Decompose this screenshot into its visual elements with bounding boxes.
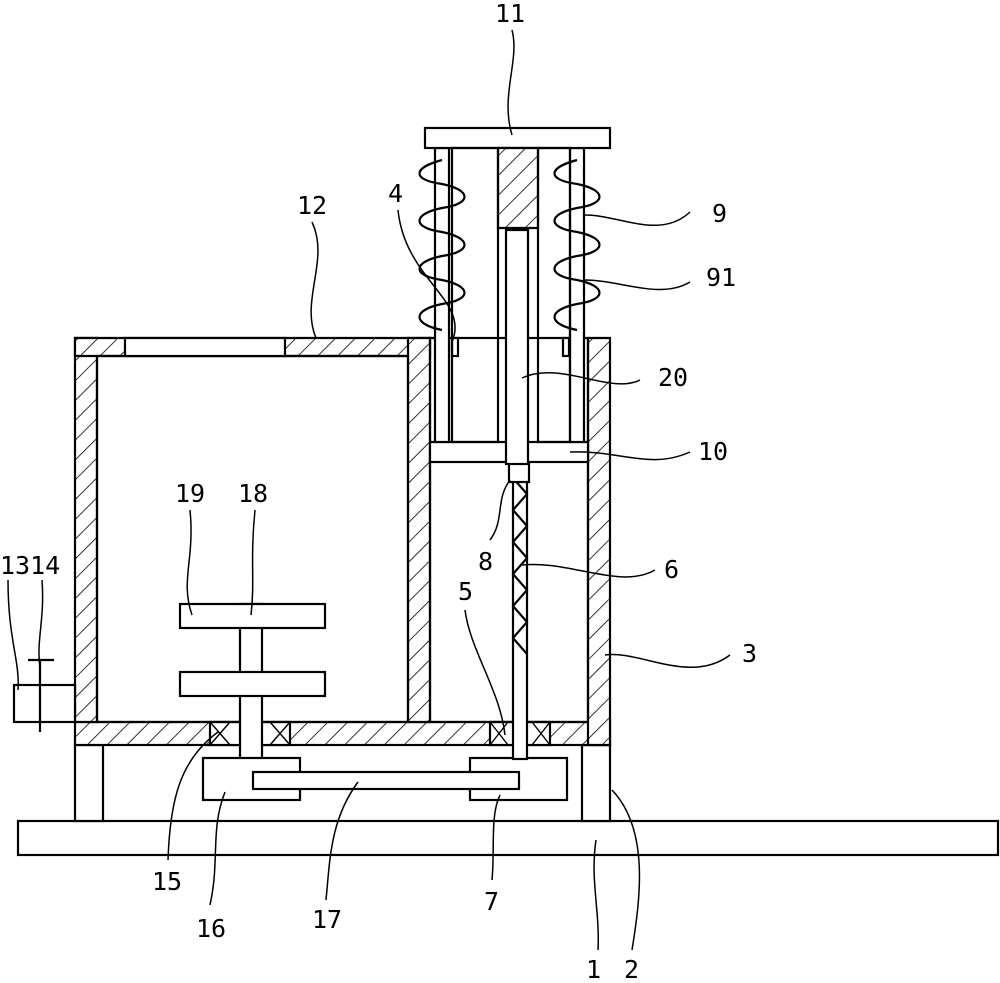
leader-11 bbox=[507, 29, 515, 136]
label-5: 5 bbox=[458, 577, 473, 606]
leader-13 bbox=[7, 579, 19, 691]
leader-2 bbox=[611, 789, 641, 951]
leader-7 bbox=[491, 794, 501, 881]
label-2: 2 bbox=[624, 955, 639, 983]
left-support-leg bbox=[73, 743, 105, 823]
press-sleeve-right bbox=[536, 146, 572, 444]
leader-6 bbox=[521, 563, 656, 578]
label-1314: 1314 bbox=[0, 551, 60, 580]
label-10: 10 bbox=[698, 437, 728, 466]
right-guide-sleeve bbox=[561, 336, 571, 358]
leader-17 bbox=[325, 781, 359, 901]
leader-14 bbox=[38, 579, 44, 669]
left-spring bbox=[418, 158, 466, 332]
label-91: 91 bbox=[706, 263, 736, 292]
base-plate bbox=[16, 819, 1000, 857]
leader-20 bbox=[521, 372, 641, 385]
label-9: 9 bbox=[712, 199, 727, 228]
upper-stirring-blade bbox=[178, 602, 327, 630]
lower-stirring-blade bbox=[178, 670, 327, 698]
housing-right-wall bbox=[586, 336, 612, 747]
discharge-pipe bbox=[12, 683, 77, 724]
tank-left-wall bbox=[73, 336, 99, 724]
press-column bbox=[496, 146, 540, 230]
leader-12 bbox=[310, 221, 319, 339]
label-18: 18 bbox=[238, 479, 268, 508]
label-15: 15 bbox=[152, 867, 182, 896]
leader-9 bbox=[584, 211, 691, 226]
left-guide-rod bbox=[433, 146, 451, 444]
label-19: 19 bbox=[175, 479, 205, 508]
press-sleeve-left bbox=[450, 146, 500, 444]
label-1: 1 bbox=[586, 955, 601, 983]
tank-partition-wall bbox=[406, 336, 432, 724]
right-guide-rod bbox=[568, 146, 586, 444]
leader-3 bbox=[604, 653, 731, 669]
top-cover bbox=[423, 126, 612, 150]
label-17: 17 bbox=[312, 905, 342, 934]
label-7: 7 bbox=[484, 887, 499, 916]
feed-opening bbox=[123, 336, 287, 358]
leader-10 bbox=[569, 451, 691, 461]
leader-19 bbox=[186, 509, 193, 616]
leader-15 bbox=[167, 731, 219, 861]
push-rod bbox=[504, 228, 530, 466]
right-spring bbox=[553, 158, 601, 332]
label-11: 11 bbox=[495, 0, 525, 28]
label-3: 3 bbox=[742, 639, 757, 668]
label-4: 4 bbox=[388, 179, 403, 208]
label-16: 16 bbox=[196, 914, 226, 943]
leader-4 bbox=[397, 209, 456, 343]
label-8: 8 bbox=[478, 547, 493, 576]
label-12: 12 bbox=[297, 191, 327, 220]
label-6: 6 bbox=[664, 555, 679, 584]
leader-1 bbox=[593, 839, 600, 951]
screw-thread bbox=[511, 477, 529, 655]
leader-16 bbox=[209, 791, 226, 906]
leader-8 bbox=[489, 479, 511, 541]
belt bbox=[251, 770, 521, 791]
leader-5 bbox=[464, 609, 506, 736]
right-support-leg bbox=[580, 743, 612, 823]
label-20: 20 bbox=[658, 363, 688, 392]
leader-91 bbox=[584, 279, 691, 291]
leader-18 bbox=[250, 509, 256, 616]
